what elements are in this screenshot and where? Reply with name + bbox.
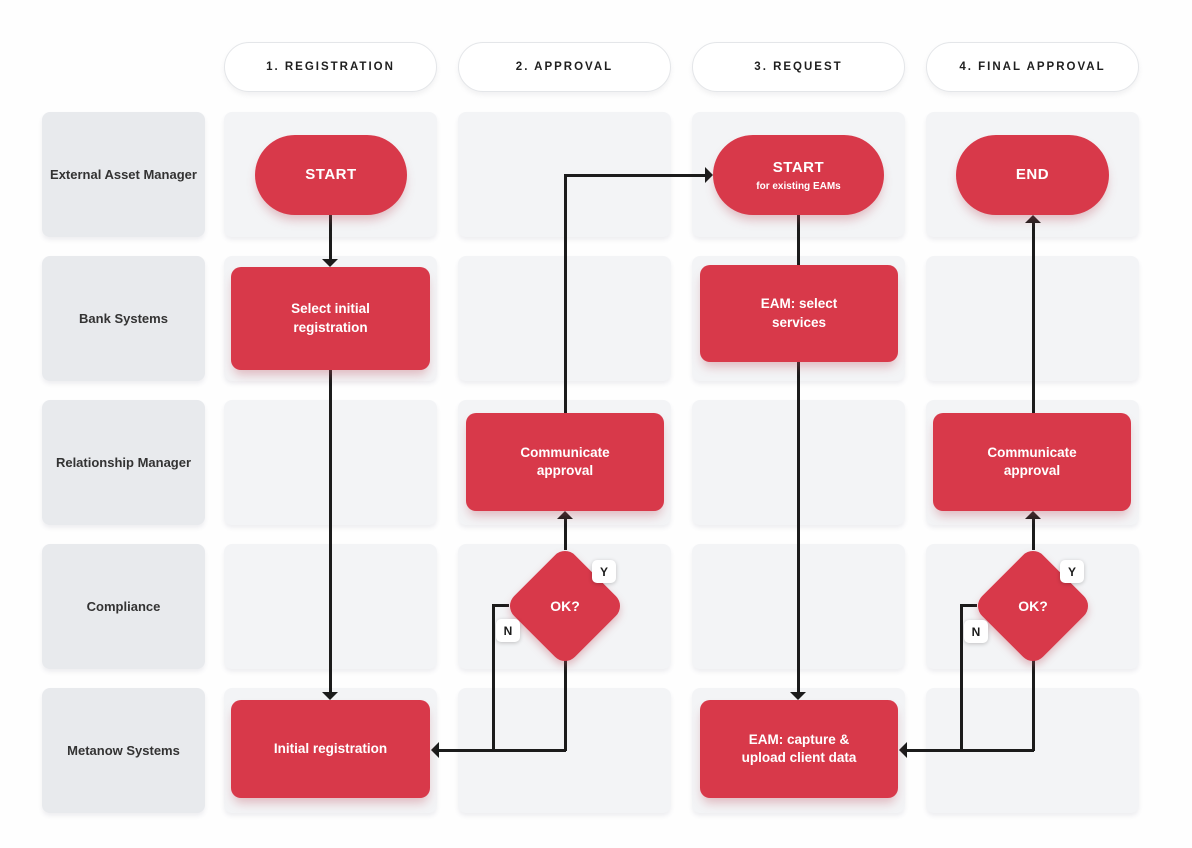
node-label: Select initial registration [291,301,370,335]
node-end: END [956,135,1109,215]
connector-ok2-no-v [959,603,963,752]
lane-label-relationship-manager: Relationship Manager [42,400,205,525]
node-communicate-approval-final: Communicate approval [933,413,1131,511]
arrowhead-up-icon [557,511,573,519]
connector-initial-to-ok1 [563,660,567,751]
node-label: START [305,165,357,183]
connector-start-to-select [328,215,332,263]
arrowhead-up-icon [1025,511,1041,519]
connector-commapproval2-to-end [1031,220,1035,413]
branch-label-yes: Y [1060,560,1084,583]
connector-startexisting-to-services [796,215,800,265]
node-select-initial-registration: Select initial registration [231,267,430,370]
phase-header-request: 3. REQUEST [692,42,905,92]
node-eam-capture-upload: EAM: capture & upload client data [700,700,898,798]
arrowhead-down-icon [790,692,806,700]
connector-capture-to-ok2 [1031,660,1035,751]
lane-label-bank-systems: Bank Systems [42,256,205,381]
connector-select-to-initial [328,370,332,694]
branch-label-yes: Y [592,560,616,583]
arrowhead-up-icon [1025,215,1041,223]
node-label: Initial registration [273,740,388,756]
connector-commapproval1-up [563,173,567,414]
lane-label-external-asset-manager: External Asset Manager [42,112,205,237]
branch-label-no: N [496,619,520,642]
branch-label-no: N [964,620,988,643]
node-label: EAM: capture & upload client data [741,731,857,765]
connector-ok1-no-h [491,603,509,607]
arrowhead-left-icon [431,742,439,758]
node-start-registration: START [255,135,407,215]
connector-ok1-return-h [437,748,566,752]
lane-label-compliance: Compliance [42,544,205,669]
phase-header-final-approval: 4. FINAL APPROVAL [926,42,1139,92]
connector-ok1-no-v [491,603,495,752]
node-eam-select-services: EAM: select services [700,265,898,362]
phase-header-approval: 2. APPROVAL [458,42,671,92]
phase-header-registration: 1. REGISTRATION [224,42,437,92]
arrowhead-down-icon [322,692,338,700]
node-initial-registration: Initial registration [231,700,430,798]
node-sublabel: for existing EAMs [756,181,841,193]
connector-ok2-no-h [959,603,977,607]
arrowhead-left-icon [899,742,907,758]
arrowhead-right-icon [705,167,713,183]
connector-to-start-existing [563,173,706,177]
node-label: START [772,158,825,176]
connector-services-to-capture [796,362,800,694]
arrowhead-down-icon [322,259,338,267]
node-start-existing-eams: START for existing EAMs [713,135,884,215]
lane-label-metanow-systems: Metanow Systems [42,688,205,813]
node-label: EAM: select services [760,296,838,330]
node-label: Communicate approval [520,444,610,478]
connector-ok2-return-h [905,748,1034,752]
node-label: END [1015,165,1050,183]
node-communicate-approval-registration: Communicate approval [466,413,664,511]
connector-ok1-yes [563,517,567,550]
node-label: Communicate approval [987,444,1077,478]
connector-ok2-yes [1031,517,1035,550]
